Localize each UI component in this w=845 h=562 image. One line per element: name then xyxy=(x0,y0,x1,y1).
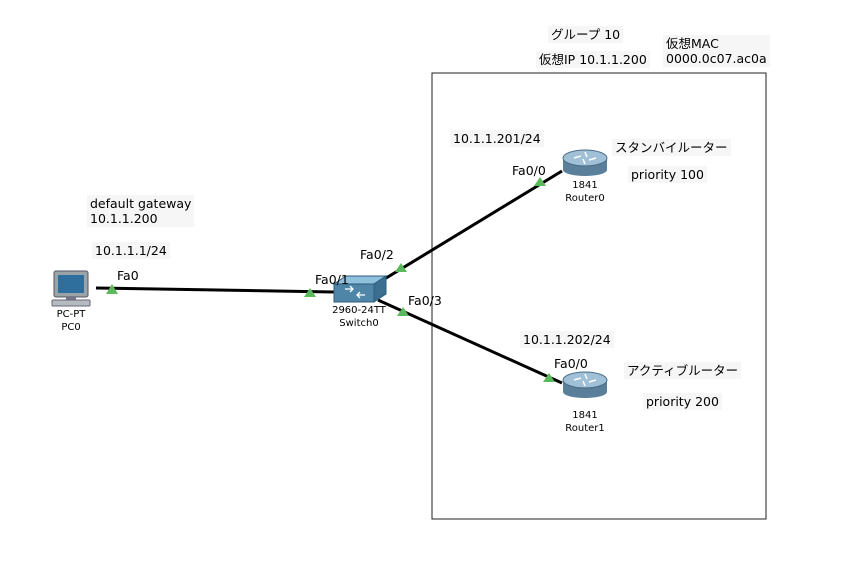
pc-default-gateway: default gateway 10.1.1.200 xyxy=(87,195,195,227)
group-title: グループ 10 xyxy=(548,26,624,43)
router0-model: 1841 xyxy=(572,180,598,191)
router1-port: Fa0/0 xyxy=(554,356,588,371)
virtual-mac-label: 仮想MAC xyxy=(666,36,719,51)
router0-priority: priority 100 xyxy=(628,166,707,183)
default-gateway-value: 10.1.1.200 xyxy=(90,211,158,226)
pc-icon[interactable] xyxy=(51,270,91,307)
router1-model: 1841 xyxy=(572,410,598,421)
switch-name: Switch0 xyxy=(339,318,379,329)
router0-ip: 10.1.1.201/24 xyxy=(450,130,544,147)
pc-ip: 10.1.1.1/24 xyxy=(92,242,170,259)
link-status-switch-fa01 xyxy=(304,288,316,297)
link-status-switch-fa03 xyxy=(397,307,409,316)
link-status-router1-fa00 xyxy=(543,373,555,382)
link-switch-router1[interactable] xyxy=(377,298,563,385)
switch-port-fa01: Fa0/1 xyxy=(315,272,349,287)
switch-icon[interactable] xyxy=(332,275,388,303)
router1-priority: priority 200 xyxy=(643,393,722,410)
router1-ip: 10.1.1.202/24 xyxy=(520,331,614,348)
switch-model: 2960-24TT xyxy=(332,305,386,316)
router1-name: Router1 xyxy=(565,423,605,434)
virtual-mac-value: 0000.0c07.ac0a xyxy=(666,51,767,66)
virtual-mac: 仮想MAC 0000.0c07.ac0a xyxy=(663,35,770,67)
link-pc-switch[interactable] xyxy=(95,286,335,294)
pc-name: PC0 xyxy=(61,322,81,333)
hsrp-group-area xyxy=(431,72,767,520)
pc-port-label: Fa0 xyxy=(117,268,139,283)
link-status-router0-fa00 xyxy=(534,177,546,186)
router1-role: アクティブルーター xyxy=(624,362,742,379)
router1-icon[interactable] xyxy=(562,371,608,398)
virtual-ip: 仮想IP 10.1.1.200 xyxy=(536,51,650,68)
switch-port-fa02: Fa0/2 xyxy=(360,247,394,262)
switch-port-fa03: Fa0/3 xyxy=(408,293,442,308)
default-gateway-label: default gateway xyxy=(90,196,192,211)
link-status-switch-fa02 xyxy=(395,263,407,272)
link-status-pc-fa0 xyxy=(106,284,118,294)
link-switch-router0[interactable] xyxy=(377,169,563,285)
router0-port: Fa0/0 xyxy=(512,163,546,178)
pc-model: PC-PT xyxy=(56,309,86,320)
router0-name: Router0 xyxy=(565,193,605,204)
router0-role: スタンバイルーター xyxy=(612,139,731,156)
router0-icon[interactable] xyxy=(562,149,608,176)
